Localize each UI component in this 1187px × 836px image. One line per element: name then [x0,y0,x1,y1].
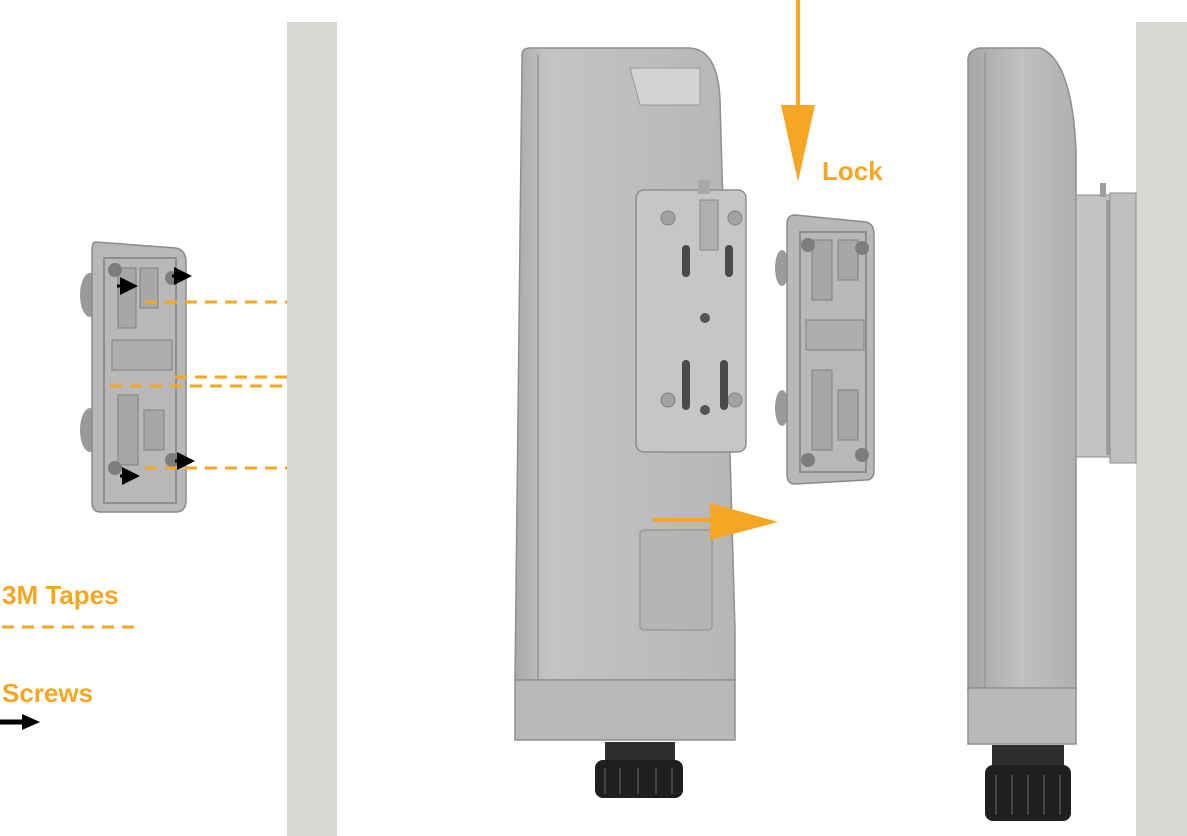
slide-arrow [653,503,778,540]
wall-left [287,22,337,836]
bracket-plate-free [775,214,875,485]
lock-label: Lock [822,156,883,186]
bracket-plate-mounted [635,180,747,453]
device-side-view [967,47,1137,821]
legend-screw-symbol [0,714,40,730]
legend-screws-label: Screws [2,678,94,708]
wall-right [1136,22,1187,836]
lock-arrow [781,0,815,182]
legend-tapes-label: 3M Tapes [2,580,119,610]
tape-lines [110,300,287,470]
bracket-plate-left [80,241,187,513]
screw-arrows [117,267,195,485]
